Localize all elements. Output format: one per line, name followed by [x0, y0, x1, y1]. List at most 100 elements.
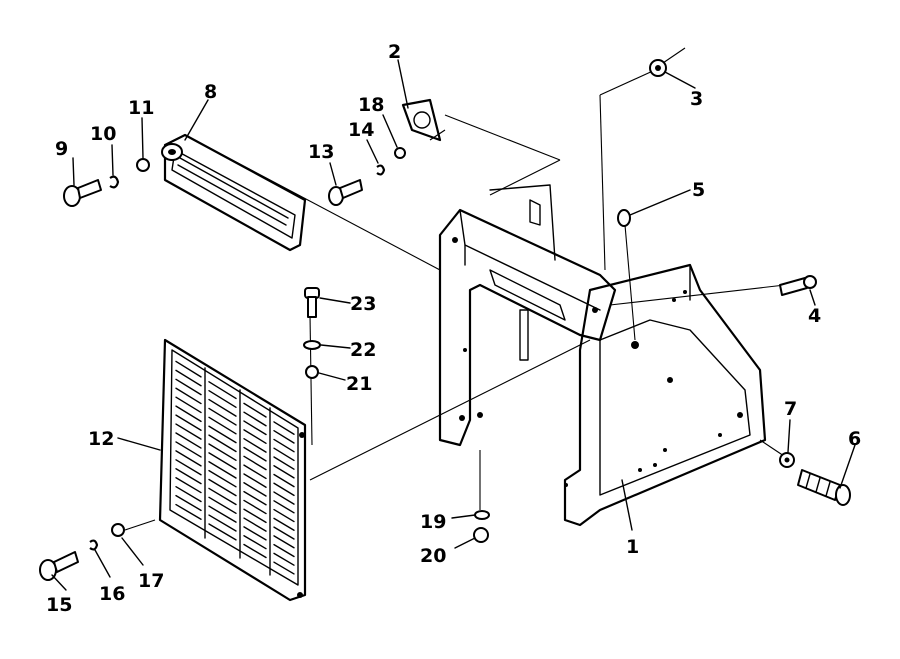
grille-slat	[175, 494, 202, 512]
grille-slat	[243, 420, 267, 436]
part-14-washer	[376, 164, 386, 176]
grille-slat	[208, 443, 237, 462]
grille-slat	[208, 381, 237, 400]
grille-slat	[208, 523, 237, 541]
label-5: 5	[692, 179, 705, 201]
grille-slat	[243, 535, 267, 550]
grille-slat	[243, 526, 267, 541]
part-18-washer	[394, 147, 406, 159]
part-2-plate	[401, 98, 442, 142]
grille-slat	[208, 461, 237, 479]
grille-slat	[273, 465, 295, 479]
grille-slat	[175, 369, 202, 387]
label-14: 14	[348, 119, 374, 141]
part-13-bolt	[328, 179, 363, 206]
label-11: 11	[128, 97, 154, 119]
grille-slat	[243, 508, 267, 524]
grille-slat	[273, 535, 295, 549]
grille-slat	[175, 441, 202, 458]
part-3-nut	[649, 59, 667, 77]
grille-slat	[175, 468, 202, 485]
grille-slat	[208, 398, 237, 417]
grille-slat	[243, 517, 267, 532]
grille-slat	[175, 360, 202, 378]
label-15-alt-18: 18	[358, 94, 384, 116]
grille-slat	[208, 425, 237, 444]
grille-slat	[208, 434, 237, 453]
grille-slat	[208, 514, 237, 532]
assembly-lines	[124, 47, 791, 531]
part-23-bolt	[304, 287, 320, 318]
label-23: 23	[350, 293, 376, 315]
label-2: 2	[388, 41, 401, 63]
part-1-side-plate	[563, 263, 767, 527]
grille-slat	[243, 437, 267, 453]
grille-slat	[273, 517, 295, 531]
callout-labels: 1 2 3 4 5 6 7 8 9 10 11 12 13 14 18 15 1…	[46, 41, 861, 616]
grille-slat	[273, 500, 295, 514]
part-21-nut	[305, 365, 319, 379]
label-22: 22	[350, 339, 376, 361]
part-9-bolt	[63, 179, 102, 207]
part-12-grille	[158, 338, 307, 602]
grille-slat	[175, 477, 202, 494]
grille-slat	[243, 464, 267, 480]
grille-slat	[273, 421, 295, 435]
grille-slat	[273, 456, 295, 470]
part-7-washer	[779, 452, 795, 468]
label-9: 9	[55, 138, 68, 160]
grille-slat	[273, 561, 295, 575]
grille-slat	[243, 455, 267, 471]
grille-slat	[175, 387, 202, 405]
grille-slat	[208, 496, 237, 515]
grille-slat	[243, 499, 267, 515]
grille-slat	[208, 469, 237, 488]
label-7: 7	[784, 398, 797, 420]
label-12: 12	[88, 428, 114, 450]
label-19: 19	[420, 511, 446, 533]
grille-slat	[175, 405, 202, 423]
part-16-washer	[89, 539, 99, 551]
label-21: 21	[346, 373, 372, 395]
grille-slat	[273, 473, 295, 488]
grille-slat	[208, 505, 237, 523]
grille-slat	[208, 452, 237, 470]
part-22-washer	[303, 340, 321, 350]
part-upper-frame	[438, 184, 617, 447]
grille-slat	[175, 450, 202, 467]
grille-slat	[273, 552, 295, 566]
grille-slat	[273, 447, 295, 462]
grille-slat	[175, 423, 202, 440]
grille-slat	[273, 543, 295, 558]
grille-slat	[175, 378, 202, 396]
grille-slat	[243, 543, 267, 559]
grille-slat	[175, 503, 202, 520]
label-1: 1	[626, 536, 639, 558]
grille-slat	[243, 482, 267, 497]
part-20-nut	[473, 527, 489, 543]
label-8: 8	[204, 81, 217, 103]
part-6-bolt	[797, 469, 851, 506]
label-10: 10	[90, 123, 116, 145]
grille-slat	[208, 416, 237, 435]
part-11-washer	[136, 158, 150, 172]
grille-slat	[243, 473, 267, 488]
part-5-washer	[617, 209, 631, 227]
grille-slat	[243, 429, 267, 445]
label-leaders	[51, 59, 856, 591]
grille-slat	[273, 491, 295, 505]
grille-slats	[175, 360, 295, 575]
label-17: 17	[138, 570, 164, 592]
grille-slat	[208, 487, 237, 506]
grille-slat	[208, 478, 237, 497]
label-20: 20	[420, 545, 446, 567]
part-19-washer	[474, 510, 490, 520]
grille-slat	[243, 446, 267, 462]
label-13: 13	[308, 141, 334, 163]
grille-slat	[175, 459, 202, 476]
part-15-bolt	[39, 551, 79, 581]
grille-slat	[243, 402, 267, 418]
part-17-washer	[111, 523, 125, 537]
